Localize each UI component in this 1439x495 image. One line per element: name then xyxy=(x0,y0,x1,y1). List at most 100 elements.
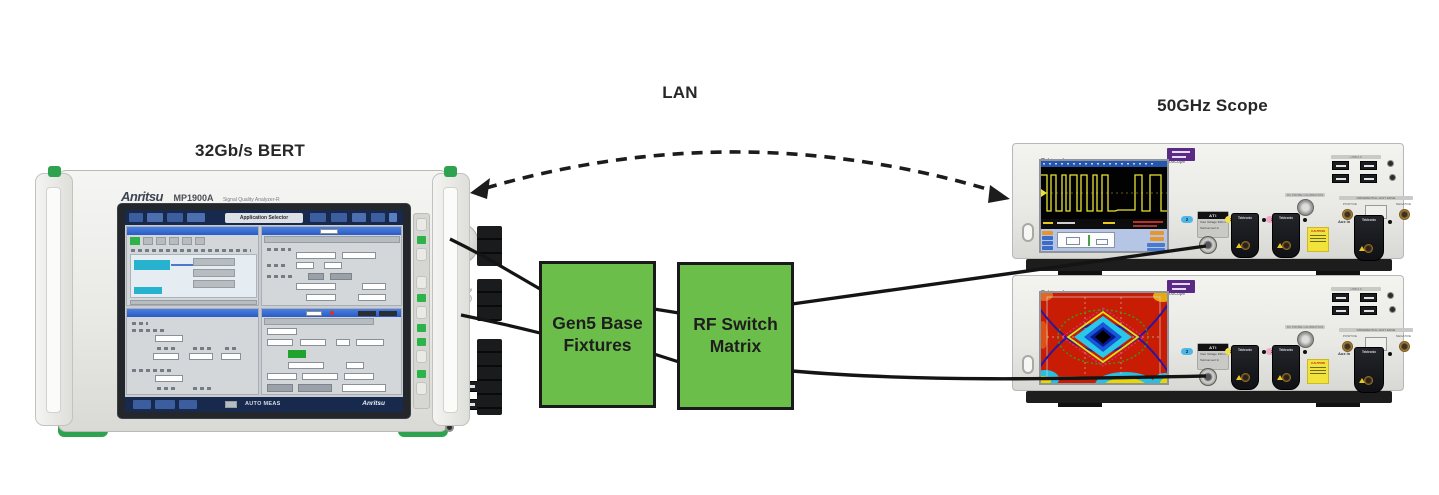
cycle-dropdown xyxy=(267,339,293,346)
soft-key xyxy=(416,218,427,231)
diagram-probe xyxy=(1088,235,1090,246)
panel-dot xyxy=(1262,350,1266,354)
toolbar-button xyxy=(352,213,366,222)
clock-to-ppg-block xyxy=(193,258,235,266)
scope-foot xyxy=(1316,271,1360,275)
slot-dropdown xyxy=(320,228,338,234)
toolbar-button xyxy=(187,213,205,222)
readout-error-text xyxy=(1133,221,1163,223)
status-button xyxy=(155,400,175,409)
independent-dropdown xyxy=(302,373,338,380)
scope-label: 50GHz Scope xyxy=(1157,96,1268,115)
panel-dot xyxy=(1262,218,1266,222)
panel-noise-generator xyxy=(126,308,259,395)
scope-usb-port xyxy=(1360,293,1377,302)
audio-connector xyxy=(1389,174,1396,181)
amplitude-label xyxy=(157,347,177,350)
green-key-led xyxy=(417,338,426,346)
scope-usb-port xyxy=(1332,161,1349,170)
history-reset-button xyxy=(298,384,332,392)
diff-fast-edge-label: DIFFERENTIAL FAST EDGE xyxy=(1339,196,1413,200)
diagram-block xyxy=(1066,237,1080,245)
toggle-button xyxy=(156,237,166,245)
probe-connector xyxy=(1282,241,1291,250)
panel-dot xyxy=(1388,352,1392,356)
dc-probe-cal-label: DC PROBE CALIBRATION xyxy=(1285,325,1325,329)
scope-power-button xyxy=(1022,223,1034,242)
waveform-plot xyxy=(1041,167,1167,219)
rf-box-line2: Matrix xyxy=(709,336,762,356)
stop-button xyxy=(331,213,347,222)
panel-dot xyxy=(1303,350,1307,354)
scope-screen-waveform xyxy=(1039,159,1169,253)
application-selector-button: Application Selector xyxy=(225,213,303,223)
green-key-led xyxy=(417,370,426,378)
scope-usb-port xyxy=(1360,306,1377,315)
panel-title-bar xyxy=(127,227,258,235)
probe-brand: Tektronix xyxy=(1237,348,1253,352)
info-text xyxy=(131,249,251,252)
start-button-dark xyxy=(358,310,376,316)
clock-on-dropdown xyxy=(324,262,342,269)
common-mode-noise-label xyxy=(132,329,166,332)
dc-probe-cal-connector xyxy=(1297,331,1314,348)
green-accent xyxy=(48,166,61,177)
anritsu-logo: Anritsu xyxy=(121,189,164,204)
softkey-column xyxy=(413,213,430,409)
ati-spec-text2: TekConnect In xyxy=(1200,226,1220,230)
panel-jitter-modulation-source xyxy=(126,226,259,306)
sj1-on-button xyxy=(130,237,140,245)
scope-power-button xyxy=(1022,355,1034,374)
diagram-block xyxy=(1096,239,1108,245)
probe-connector xyxy=(1241,241,1250,250)
bert-model: MP1900A xyxy=(173,193,214,203)
dc-probe-cal-connector xyxy=(1297,199,1314,216)
ati-input-plate: ATI Vout Voltage 300 mVrms TekConnect In xyxy=(1197,211,1233,238)
warning-triangle-icon xyxy=(1277,375,1283,380)
band-dropdown xyxy=(221,353,241,360)
warning-triangle-icon xyxy=(1277,243,1283,248)
warning-triangle-icon xyxy=(1236,375,1242,380)
bitrate-dropdown xyxy=(296,252,336,259)
frequency-field xyxy=(189,353,213,360)
probe-brand: Tektronix xyxy=(1278,216,1294,220)
probe-module-ch1: Tektronix xyxy=(1231,213,1259,258)
probe-module-ch1: Tektronix xyxy=(1231,345,1259,390)
negative-label: NEGATIVE xyxy=(1396,334,1411,338)
scope-screen-eye-heatmap xyxy=(1039,291,1169,385)
scrollbar xyxy=(130,300,257,305)
aux-in-label: Aux In xyxy=(1338,351,1351,356)
gen5-box-line2: Fixtures xyxy=(563,334,632,355)
probe-power-connector xyxy=(1387,292,1394,299)
scope-usb-port xyxy=(1332,174,1349,183)
dialog-tab xyxy=(1042,241,1053,245)
scope-top-unit: Tektronix DPO77002SX ATI Performance Osc… xyxy=(1012,141,1413,275)
probe-brand: Tektronix xyxy=(1278,348,1294,352)
scope-config-dialog xyxy=(1041,229,1167,251)
bert-right-handle xyxy=(432,173,470,426)
panel-dot xyxy=(1303,218,1307,222)
scope-base xyxy=(1026,259,1392,271)
ati-connector xyxy=(1199,236,1217,254)
side-module-bottom xyxy=(477,339,502,415)
clock-diagram xyxy=(130,254,257,298)
readout-tag xyxy=(1103,222,1115,224)
help-button xyxy=(389,213,397,222)
green-key-led xyxy=(417,236,426,244)
toggle-button xyxy=(182,237,192,245)
wire-gen5-rf-bottom xyxy=(653,352,680,364)
probe-module-aux: Tektronix xyxy=(1354,215,1384,261)
probe-connector xyxy=(1241,373,1250,382)
amplitude-field xyxy=(153,353,179,360)
gen5-base-fixtures-box: Gen5 Base Fixtures xyxy=(539,261,656,408)
ati-label: ATI xyxy=(1198,344,1228,351)
probe-module-ch3: Tektronix xyxy=(1272,213,1300,258)
dialog-orange-button xyxy=(1150,231,1164,235)
differential-fast-edge-group: DIFFERENTIAL FAST EDGE POSITIVE NEGATIVE xyxy=(1339,196,1413,233)
dialog-diagram-panel xyxy=(1057,232,1115,248)
tab-row xyxy=(264,236,400,243)
scope-usb-port xyxy=(1360,174,1377,183)
scope-usb-port xyxy=(1332,306,1349,315)
handle-slot xyxy=(46,187,61,413)
eye-heatmap-plot xyxy=(1041,293,1167,383)
